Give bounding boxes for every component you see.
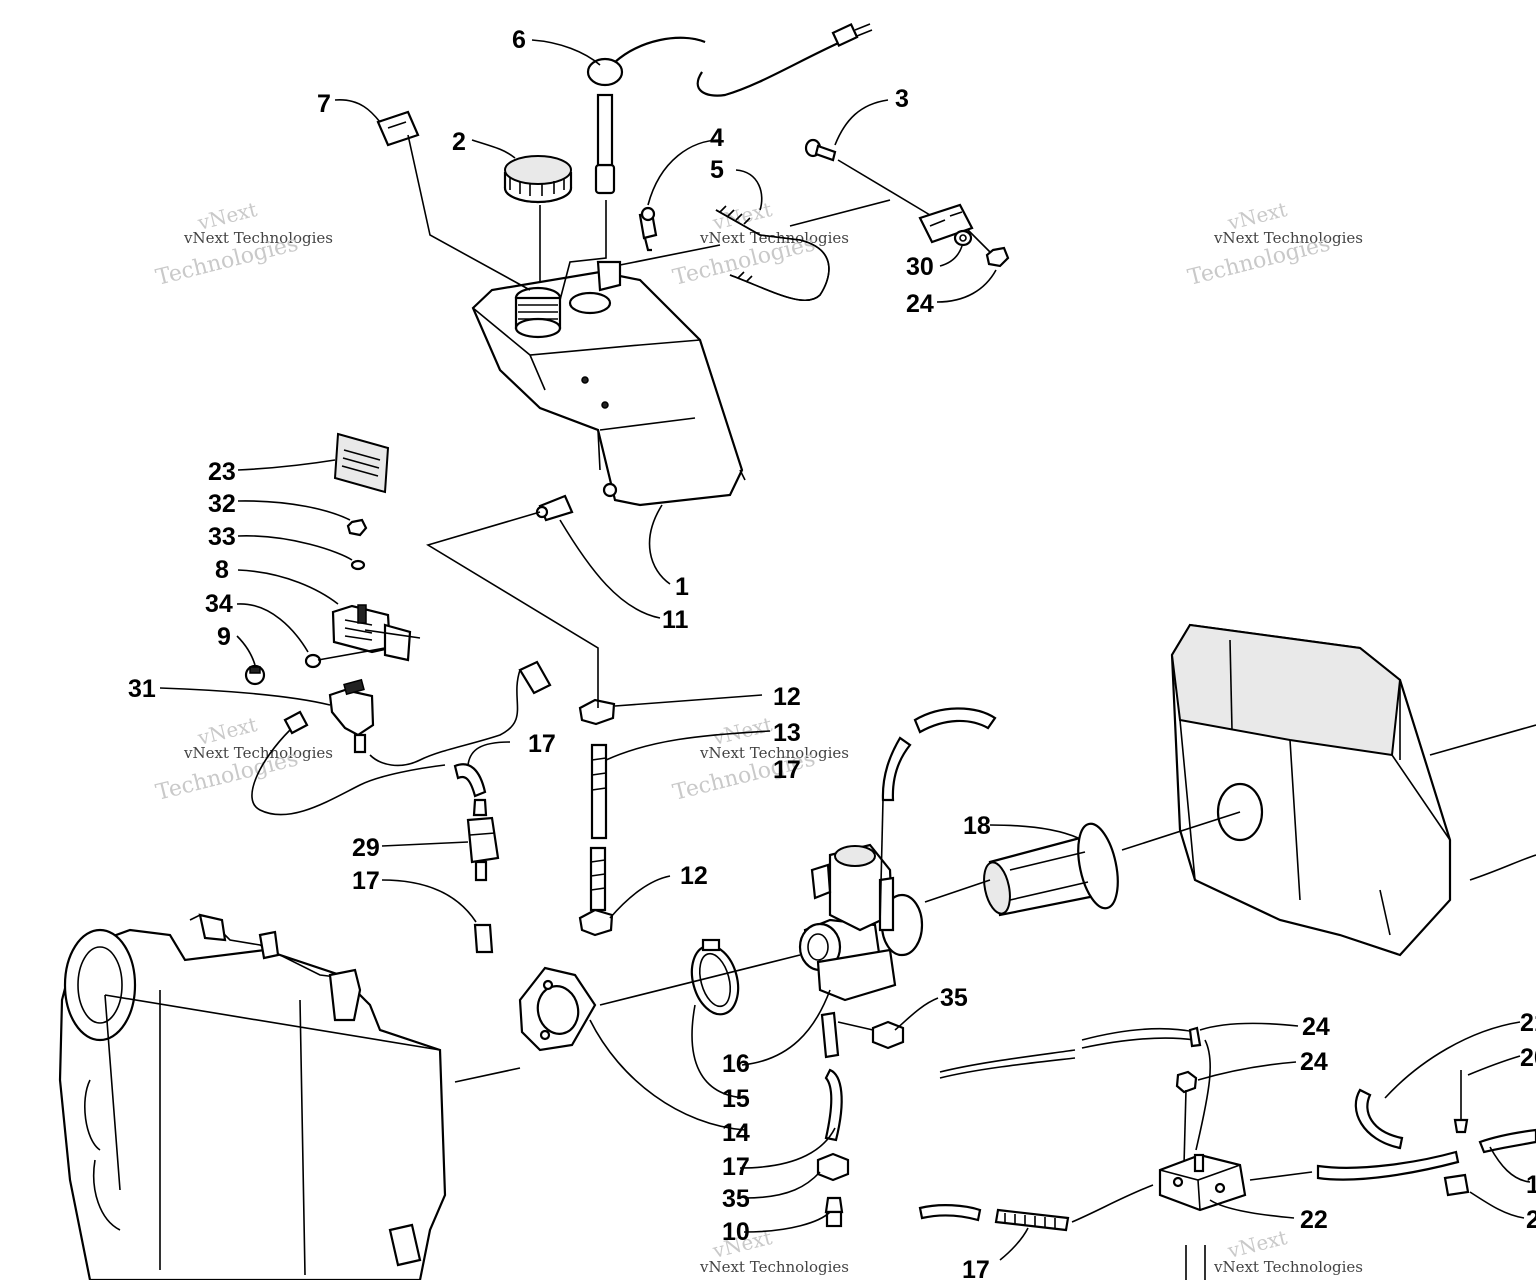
hose-clamp-part-upper <box>578 698 616 726</box>
shutoff-valve-part <box>328 678 375 754</box>
callout-3: 3 <box>895 85 909 113</box>
callout-34: 34 <box>205 590 233 618</box>
callout-1: 1 <box>675 573 689 601</box>
callout-4: 4 <box>710 124 724 152</box>
clip-part-right <box>1443 1173 1470 1197</box>
washer-part-34 <box>304 653 322 669</box>
svg-text:vNext Technologies: vNext Technologies <box>699 229 849 247</box>
callout-13: 13 <box>773 719 801 747</box>
callout-17-filter: 17 <box>352 867 380 895</box>
callout-5: 5 <box>710 156 724 184</box>
callout-31: 31 <box>128 675 156 703</box>
nut-part-35-upper <box>871 1020 905 1050</box>
callout-12-upper: 12 <box>773 683 801 711</box>
callout-23: 23 <box>208 458 236 486</box>
callout-30: 30 <box>906 253 934 281</box>
fuel-line-hose-right <box>1316 1128 1536 1181</box>
hose-clamp-part-lower <box>578 908 614 937</box>
callout-1-partial: 1 <box>1526 1171 1536 1199</box>
callout-18: 18 <box>963 812 991 840</box>
strap-part-21 <box>1354 1088 1404 1150</box>
bolt-part-10 <box>824 1196 844 1228</box>
callout-17-bottom: 17 <box>962 1256 990 1280</box>
air-silencer-part <box>1170 623 1536 957</box>
leader-lines <box>159 39 1531 1261</box>
fuel-gauge-sender-part <box>586 22 873 195</box>
callout-16: 16 <box>722 1050 750 1078</box>
svg-text:vNext Technologies: vNext Technologies <box>183 229 333 247</box>
callout-24-top: 24 <box>906 290 934 318</box>
nut-part-32 <box>346 518 368 537</box>
callout-9: 9 <box>217 623 231 651</box>
callout-15: 15 <box>722 1085 750 1113</box>
callout-7: 7 <box>317 90 331 118</box>
callout-24-pump: 24 <box>1300 1048 1328 1076</box>
decal-part-7 <box>376 110 420 147</box>
intake-clamp-part <box>690 938 740 1016</box>
callout-33: 33 <box>208 523 236 551</box>
screw-part-3 <box>804 138 837 162</box>
vent-fitting-part <box>638 206 658 252</box>
svg-text:vNext Technologies: vNext Technologies <box>1213 1258 1363 1276</box>
engine-part <box>58 913 447 1280</box>
callout-21-partial: 21 <box>1520 1009 1536 1037</box>
fuel-line-part-13 <box>589 743 608 912</box>
fuel-line-hose-center <box>881 707 997 802</box>
fuel-tank-part <box>471 260 746 507</box>
watermark-top-center: vNext vNext Technologies Technologies <box>670 197 849 291</box>
nut-part-24-top <box>985 246 1010 268</box>
watermark-top-right: vNext vNext Technologies Technologies <box>1185 197 1363 291</box>
callout-17-left: 17 <box>528 730 556 758</box>
callout-14: 14 <box>722 1119 750 1147</box>
fuel-line-hose-short <box>453 763 487 798</box>
fuel-pump-part <box>1158 1153 1247 1280</box>
decal-part-23 <box>333 432 390 494</box>
fuel-line-hose-bottom <box>918 1204 1070 1232</box>
svg-text:vNext Technologies: vNext Technologies <box>699 744 849 762</box>
callout-2: 2 <box>452 128 466 156</box>
callout-17-center: 17 <box>773 756 801 784</box>
washer-part-33 <box>350 559 366 571</box>
watermark-top-left: vNext vNext Technologies Technologies <box>153 197 333 291</box>
nut-part-24-pump <box>1175 1070 1198 1166</box>
watermark-mid-center: vNext vNext Technologies Technologies <box>670 712 849 806</box>
fuel-line-hose-left <box>251 660 552 816</box>
callout-29: 29 <box>352 834 380 862</box>
callout-17-drain: 17 <box>722 1153 750 1181</box>
callout-11: 11 <box>662 606 689 634</box>
vent-hose-part <box>715 205 830 302</box>
callout-28: 24 <box>1302 1013 1330 1041</box>
callout-2-partial: 2 <box>1526 1206 1536 1234</box>
callout-12-lower: 12 <box>680 862 708 890</box>
callout-8: 8 <box>215 556 229 584</box>
svg-text:vNext Technologies: vNext Technologies <box>183 744 333 762</box>
callout-20-partial: 20 <box>1520 1044 1536 1072</box>
callout-22: 22 <box>1300 1206 1328 1234</box>
intake-flange-part <box>518 966 597 1052</box>
fuel-filter-part <box>466 798 500 954</box>
nut-part-35-lower <box>816 1152 850 1182</box>
fuel-cap-part <box>503 155 573 204</box>
washer-part-30 <box>953 229 973 247</box>
watermark-bottom-right: vNext vNext Technologies <box>1213 1225 1363 1276</box>
callout-35-upper: 35 <box>940 984 968 1012</box>
rivet-part-20 <box>1453 1070 1469 1134</box>
callout-numbers: 6 7 2 4 5 3 30 24 23 32 33 8 34 9 31 1 1… <box>128 26 1536 1280</box>
pulse-line-part <box>939 1026 1202 1079</box>
knob-part-9 <box>244 647 386 686</box>
svg-text:vNext Technologies: vNext Technologies <box>1213 229 1363 247</box>
callout-10: 10 <box>722 1218 750 1246</box>
carburetor-part <box>798 843 924 1002</box>
intake-boot-part <box>983 822 1119 917</box>
mounting-bracket-part <box>918 203 974 244</box>
svg-text:vNext Technologies: vNext Technologies <box>699 1258 849 1276</box>
valve-bracket-part <box>331 604 421 662</box>
drain-hose-part <box>820 1011 843 1142</box>
callout-6: 6 <box>512 26 526 54</box>
callout-32: 32 <box>208 490 236 518</box>
callout-35-lower: 35 <box>722 1185 750 1213</box>
tank-outlet-fitting-part <box>535 494 574 522</box>
